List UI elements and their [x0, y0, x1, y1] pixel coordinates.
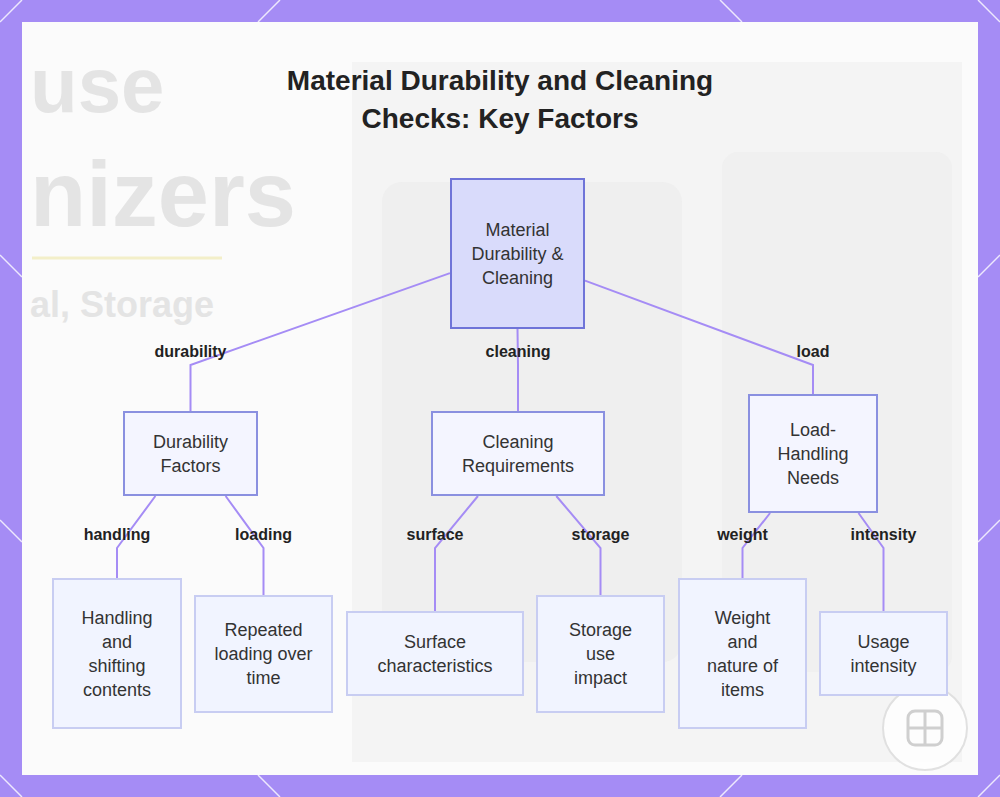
node-text: Surface characteristics [365, 630, 505, 678]
text-wrap: Weight and nature of items [700, 606, 785, 702]
factor-box: Storage use impact [536, 595, 665, 713]
category-box: Cleaning Requirements [431, 411, 605, 496]
connector-line [435, 496, 478, 611]
category-box: Load-Handling Needs [748, 394, 878, 513]
edge-label: storage [572, 526, 630, 544]
node-text: Usage intensity [841, 630, 926, 678]
connector [743, 513, 771, 578]
node-text: Handling and shifting contents [72, 606, 162, 702]
category-box: Durability Factors [123, 411, 258, 496]
connector-line [743, 513, 771, 578]
text-wrap: Handling and shifting contents [72, 606, 162, 702]
node-text: Durability Factors [136, 430, 246, 478]
text-wrap: Surface characteristics [365, 630, 505, 678]
watermark-text: nizers [30, 142, 296, 247]
connector-line [191, 273, 451, 411]
connector-line [585, 281, 813, 394]
edge-label: durability [154, 343, 226, 361]
edge-label: handling [84, 526, 151, 544]
edge-label: intensity [851, 526, 917, 544]
text-wrap: Usage intensity [841, 630, 926, 678]
text-wrap: Durability Factors [136, 430, 246, 478]
node-text: Load-Handling Needs [771, 418, 856, 490]
connector [191, 273, 451, 411]
edge-label: load [797, 343, 830, 361]
connector-line [226, 496, 264, 595]
connector-line [556, 496, 600, 595]
node-text: Weight and nature of items [700, 606, 785, 702]
node-text: Repeated loading over time [214, 618, 314, 690]
edge-label: cleaning [486, 343, 551, 361]
connector [435, 496, 478, 611]
watermark-text: al, Storage [30, 284, 214, 326]
text-wrap: Cleaning Requirements [448, 430, 588, 478]
watermark-text: use [30, 40, 164, 131]
text-wrap: Load-Handling Needs [771, 418, 856, 490]
edge-label: weight [717, 526, 768, 544]
text-wrap: Repeated loading over time [214, 618, 314, 690]
factor-box: Weight and nature of items [678, 578, 807, 729]
connector [226, 496, 264, 595]
text-wrap: Storage use impact [563, 618, 638, 690]
connector [556, 496, 600, 595]
diagram-title: Material Durability and Cleaning Checks:… [250, 62, 750, 138]
text-wrap: Material Durability & Cleaning [470, 218, 566, 290]
node-text: Material Durability & Cleaning [470, 218, 566, 290]
connector [517, 329, 519, 411]
edge-label: loading [235, 526, 292, 544]
app-icon [880, 683, 970, 773]
edge-label: surface [407, 526, 464, 544]
factor-box: Repeated loading over time [194, 595, 333, 713]
node-text: Storage use impact [563, 618, 638, 690]
node-text: Cleaning Requirements [448, 430, 588, 478]
factor-box: Handling and shifting contents [52, 578, 182, 729]
root-box: Material Durability & Cleaning [450, 178, 585, 329]
connector-line [517, 329, 520, 411]
factor-box: Usage intensity [819, 611, 948, 696]
connector [585, 281, 813, 394]
factor-box: Surface characteristics [346, 611, 524, 696]
